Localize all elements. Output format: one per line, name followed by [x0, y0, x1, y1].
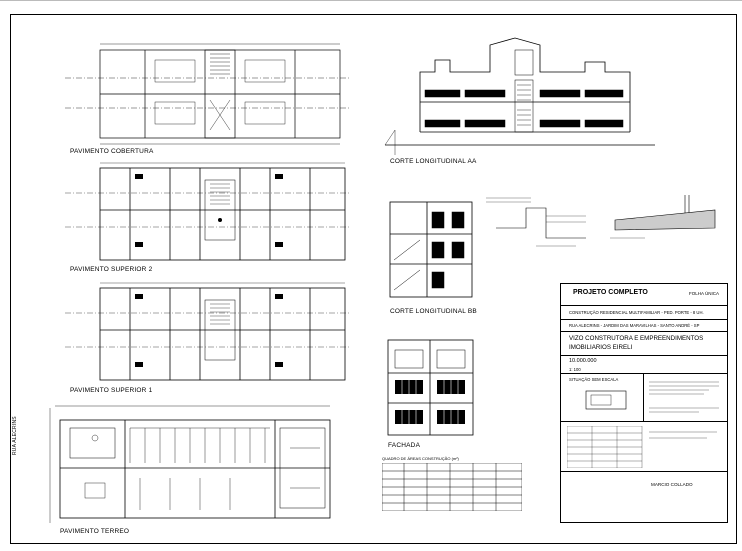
label-pavimento-cobertura: PAVIMENTO COBERTURA	[70, 148, 154, 155]
label-corte-bb: CORTE LONGITUDINAL BB	[390, 308, 477, 315]
label-pavimento-superior-2: PAVIMENTO SUPERIOR 2	[70, 266, 153, 273]
title-block-resp: MARCIO COLLADO	[561, 472, 727, 524]
area-table	[381, 462, 523, 512]
obra-text: CONSTRUÇÃO RESIDENCIAL MULTIFAMILIAR - P…	[569, 310, 704, 315]
notes-lines	[649, 381, 719, 413]
project-title: PROJETO COMPLETO	[573, 289, 648, 296]
label-pavimento-superior-1: PAVIMENTO SUPERIOR 1	[70, 387, 153, 394]
title-block-obra: CONSTRUÇÃO RESIDENCIAL MULTIFAMILIAR - P…	[561, 306, 727, 320]
facade-elevation	[383, 325, 478, 440]
detail-parapet	[605, 190, 720, 250]
title-block-endereco: RUA ALECRINS - JARDIM DAS MARAVILHAS - S…	[561, 320, 727, 332]
title-block-empresa: VIZO CONSTRUTORA E EMPREENDIMENTOS IMOBI…	[561, 332, 727, 356]
signature-grid	[567, 426, 717, 468]
plan-terreo	[30, 398, 340, 530]
code-text: 10.000.000	[569, 358, 597, 364]
section-aa	[365, 30, 665, 160]
detail-wall	[486, 188, 596, 258]
scale-text: 1: 100	[569, 367, 581, 372]
label-rua: RUA ALECRINS	[12, 416, 18, 455]
plan-cobertura	[60, 40, 355, 150]
address-text: RUA ALECRINS - JARDIM DAS MARAVILHAS - S…	[569, 323, 700, 328]
label-fachada: FACHADA	[388, 442, 421, 449]
plan-superior-2	[60, 160, 355, 265]
divider	[643, 374, 644, 422]
label-pavimento-terreo: PAVIMENTO TERREO	[60, 528, 130, 535]
label-corte-aa: CORTE LONGITUDINAL AA	[390, 158, 477, 165]
title-block-situacao: SITUAÇÃO SEM ESCALA	[561, 374, 727, 422]
situation-sketch	[585, 390, 627, 410]
company-line-2: IMOBILIARIOS EIRELI	[569, 344, 633, 351]
title-block: PROJETO COMPLETO FOLHA ÚNICA CONSTRUÇÃO …	[560, 283, 728, 523]
area-table-title: QUADRO DE ÁREAS CONSTRUÇÃO (m²)	[382, 456, 459, 461]
title-block-codigo: 10.000.000 1: 100	[561, 356, 727, 374]
company-line-1: VIZO CONSTRUTORA E EMPREENDIMENTOS	[569, 335, 704, 342]
sheet-number: FOLHA ÚNICA	[688, 291, 719, 296]
window-top-edge	[0, 0, 742, 1]
plan-superior-1	[60, 280, 355, 385]
sheet-border	[10, 14, 737, 544]
title-block-header: PROJETO COMPLETO FOLHA ÚNICA	[561, 284, 727, 306]
section-bb	[382, 192, 480, 304]
responsible-name: MARCIO COLLADO	[651, 482, 693, 487]
situation-label: SITUAÇÃO SEM ESCALA	[569, 377, 619, 382]
title-block-table	[561, 422, 727, 472]
